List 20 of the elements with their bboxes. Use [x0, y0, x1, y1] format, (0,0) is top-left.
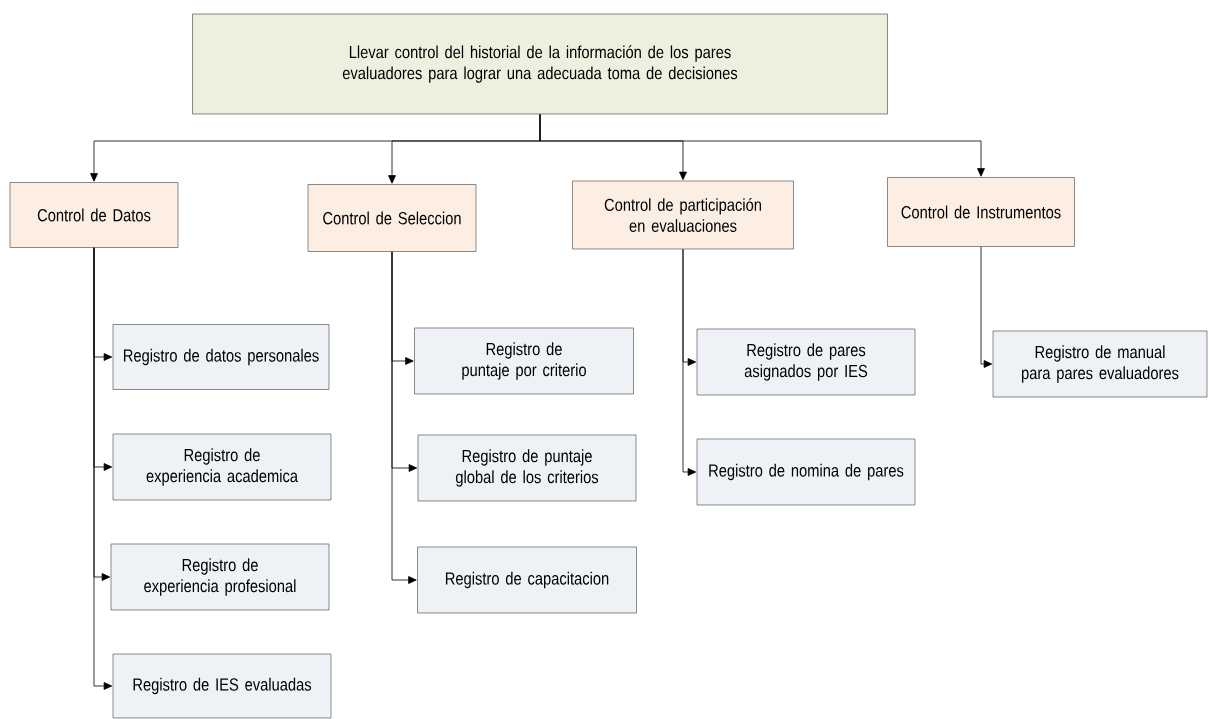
record-box: Registro de manual para pares evaluadores — [992, 330, 1208, 398]
arrow — [980, 246, 993, 368]
control-box: Control de Seleccion — [307, 184, 477, 252]
record-box: Registro de datos personales — [112, 324, 330, 390]
record-box: Registro de pares asignados por IES — [696, 328, 916, 396]
record-box: Registro de IES evaluadas — [112, 653, 332, 719]
record-box: Registro de puntaje global de los criterios — [417, 434, 637, 502]
control-box: Control de Datos — [9, 182, 179, 248]
arrow — [391, 251, 417, 584]
record-box: Registro de experiencia profesional — [110, 543, 330, 611]
control-box: Control de Instrumentos — [887, 177, 1075, 247]
record-box: Registro de experiencia academica — [112, 433, 332, 501]
goal-box: Llevar control del historial de la información de los pares evaluadores para lograr una adecuada toma de decisiones — [192, 13, 888, 115]
control-box: Control de participación en evaluaciones — [572, 180, 794, 250]
record-box: Registro de capacitacion — [417, 546, 637, 614]
arrow — [93, 247, 113, 690]
record-box: Registro de puntaje por criterio — [414, 327, 634, 395]
record-box: Registro de nomina de pares — [696, 438, 916, 506]
arrow — [539, 113, 985, 177]
arrow — [682, 248, 697, 476]
